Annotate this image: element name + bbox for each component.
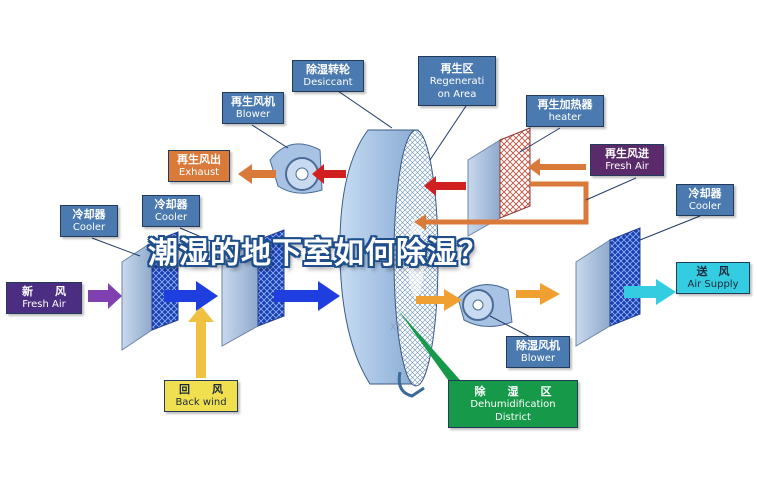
- dehum-blower-label: 除湿风机 Blower: [506, 336, 570, 368]
- regen-fresh-air-label-en: Fresh Air: [605, 161, 649, 172]
- regen-fresh-air-label-cn: 再生风进: [605, 147, 649, 160]
- air-supply-label: 送 风 Air Supply: [676, 262, 750, 294]
- exhaust-arrow: [238, 164, 276, 184]
- wheel-drive-curl: [397, 371, 425, 398]
- regeneration-area-label-en1: Regenerati: [429, 75, 485, 87]
- cooler-left-label-en: Cooler: [72, 222, 106, 233]
- regen-heater-label: 再生加热器 heater: [526, 95, 604, 127]
- regen-fresh-air-arrow: [528, 158, 586, 176]
- air-supply-arrow: [624, 279, 676, 305]
- dehum-district-label-cn: 除 湿 区: [474, 384, 552, 398]
- regeneration-area-label: 再生区 Regenerati on Area: [418, 56, 496, 106]
- regen-to-wheel-arrow: [424, 176, 466, 196]
- regen-heater-label-en: heater: [548, 112, 582, 123]
- dehum-airflow-arrow-1: [164, 281, 218, 311]
- headline-title: 潮湿的地下室如何除湿？: [148, 236, 489, 271]
- cooler-mid-label-en: Cooler: [154, 212, 188, 223]
- air-supply-label-cn: 送 风: [696, 265, 730, 278]
- cooler-right-unit: [575, 227, 641, 347]
- fresh-air-label-en: Fresh Air: [22, 299, 66, 310]
- dehum-district-pointer: [398, 310, 460, 380]
- regen-heater-label-cn: 再生加热器: [537, 98, 593, 111]
- cooler-right-label-cn: 冷却器: [688, 187, 722, 200]
- fresh-air-label-cn: 新 风: [22, 285, 66, 298]
- exhaust-label-cn: 再生风出: [177, 153, 221, 166]
- desiccant-label: 除湿转轮 Desiccant: [292, 60, 364, 92]
- regen-blower-label: 再生风机 Blower: [222, 92, 284, 124]
- regen-to-blower-arrow: [312, 164, 346, 184]
- regen-return-arrow: [414, 181, 589, 230]
- exhaust-label-en: Exhaust: [178, 167, 220, 178]
- dehum-blower-icon: [457, 284, 513, 327]
- back-wind-label-cn: 回 风: [179, 383, 223, 396]
- cooler-mid-label: 冷却器 Cooler: [142, 195, 200, 227]
- desiccant-label-cn: 除湿转轮: [306, 63, 350, 76]
- fresh-air-label: 新 风 Fresh Air: [6, 282, 82, 314]
- fresh-air-inlet-arrow: [88, 283, 122, 309]
- back-wind-label-en: Back wind: [175, 397, 227, 408]
- regeneration-area-label-cn: 再生区: [440, 61, 474, 75]
- cooler-mid-unit: [221, 229, 285, 347]
- regen-blower-label-en: Blower: [235, 109, 271, 120]
- regen-blower-icon: [269, 143, 323, 194]
- dehum-airflow-arrow-2: [274, 281, 340, 311]
- dehum-blower-label-cn: 除湿风机: [516, 339, 560, 352]
- dehum-blower-label-en: Blower: [520, 353, 556, 364]
- watermark-text: XT: [390, 323, 402, 333]
- exhaust-label: 再生风出 Exhaust: [168, 150, 230, 182]
- cooler-right-label: 冷却器 Cooler: [676, 184, 734, 216]
- cooler-left-label: 冷却器 Cooler: [60, 205, 118, 237]
- dehum-district-label: 除 湿 区 Dehumidification District: [448, 380, 578, 428]
- back-wind-arrow: [188, 306, 214, 378]
- regen-fresh-air-label: 再生风进 Fresh Air: [590, 144, 664, 176]
- regeneration-area-label-en2: on Area: [437, 88, 477, 100]
- back-wind-label: 回 风 Back wind: [164, 380, 238, 412]
- cooler-left-unit: [121, 231, 179, 351]
- air-supply-label-en: Air Supply: [687, 279, 739, 290]
- dehum-district-label-en1: Dehumidification: [470, 398, 556, 410]
- regen-blower-label-cn: 再生风机: [231, 95, 275, 108]
- leader-lines: [91, 90, 701, 341]
- cooler-right-label-en: Cooler: [688, 201, 722, 212]
- cooler-mid-label-cn: 冷却器: [154, 198, 188, 211]
- desiccant-label-en: Desiccant: [303, 77, 353, 88]
- dehum-outlet-arrow-1: [416, 289, 462, 311]
- desiccant-wheel: [339, 129, 439, 387]
- dehum-outlet-arrow-2: [516, 283, 560, 305]
- dehum-district-label-en2: District: [495, 411, 531, 423]
- cooler-left-label-cn: 冷却器: [72, 208, 106, 221]
